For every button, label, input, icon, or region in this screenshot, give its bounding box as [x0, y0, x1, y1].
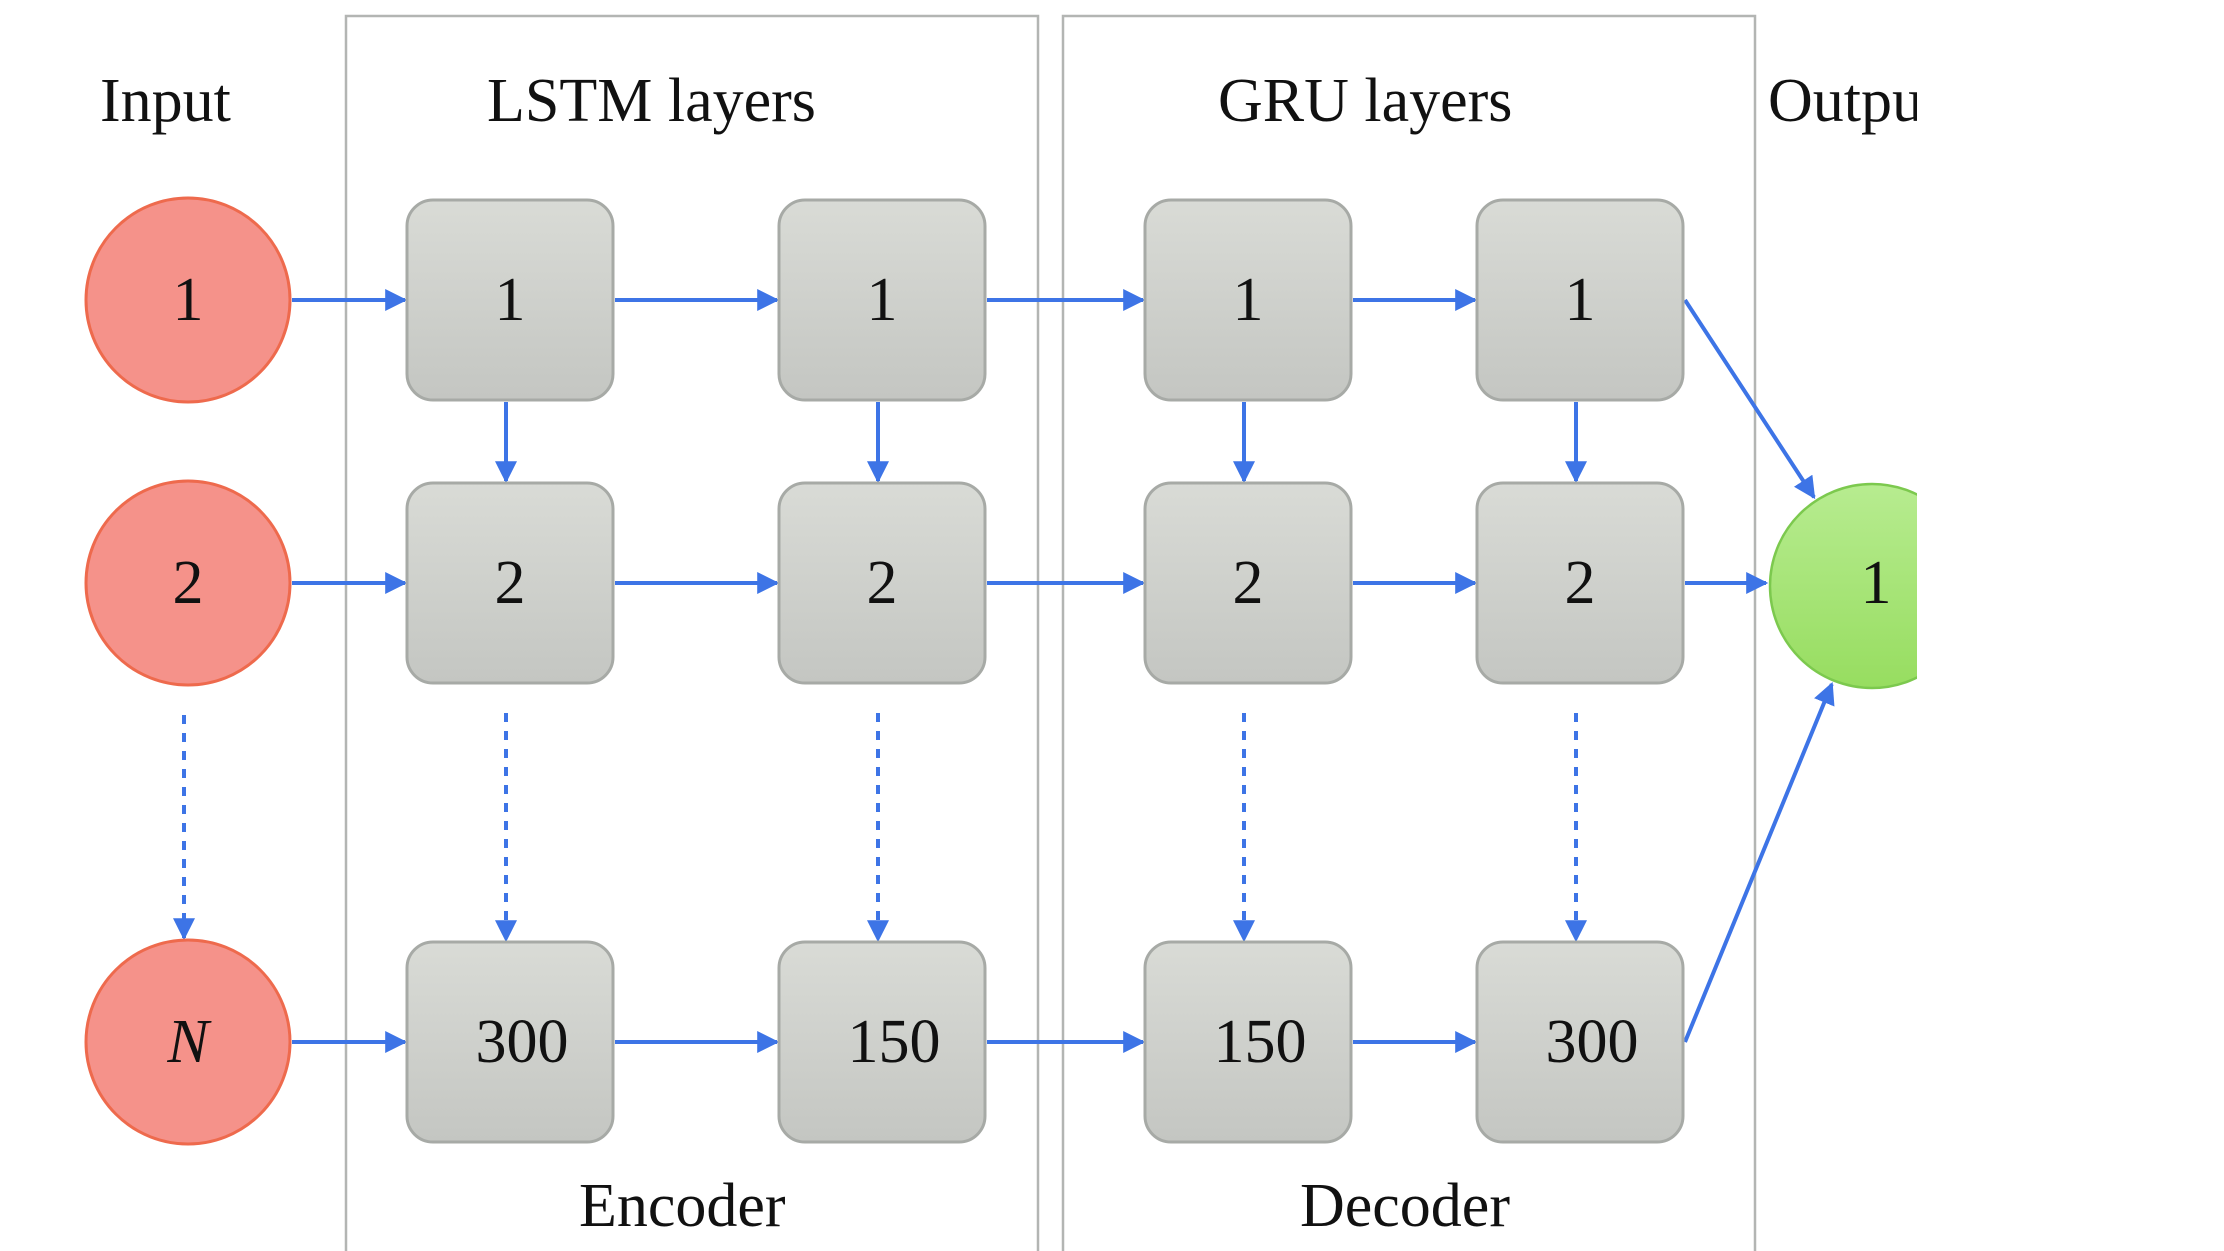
output-node-label: 1 [1860, 549, 1892, 617]
diagram-canvas: Input LSTM layers GRU layers Outpu Encod… [84, 14, 1917, 1251]
output-header: Outpu [1768, 67, 1917, 135]
input-node [84, 938, 292, 1146]
gru-cell-label: 1 [1564, 266, 1596, 334]
input-node-label: 2 [172, 549, 204, 617]
lstm-cell-label: 1 [494, 266, 526, 334]
gru-cell [1143, 481, 1353, 685]
lstm-cell [405, 198, 615, 402]
lstm-cell [405, 940, 615, 1144]
gru-cell [1475, 198, 1685, 402]
gru-cell [1475, 481, 1685, 685]
gru-header: GRU layers [1218, 67, 1513, 135]
decoder-frame [1061, 14, 1757, 1251]
arrows [173, 289, 1835, 1053]
output-arrow [1683, 682, 1835, 1043]
lstm-cell [777, 198, 987, 402]
output-arrow [1683, 298, 1816, 500]
encoder-label: Encoder [579, 1172, 786, 1240]
gru-cell-label: 300 [1545, 1008, 1639, 1076]
gru-cell [1143, 198, 1353, 402]
output-node [1768, 482, 1917, 690]
gru-cell-label: 1 [1232, 266, 1264, 334]
encoder-frame [344, 14, 1040, 1251]
input-layer [84, 196, 292, 1146]
diagram-graphics [84, 14, 1917, 1251]
input-node-label: N [167, 1008, 209, 1076]
cells [405, 198, 1685, 1144]
lstm-cell [405, 481, 615, 685]
lstm-cell [777, 481, 987, 685]
lstm-cell-label: 1 [866, 266, 898, 334]
lstm-cell-label: 150 [847, 1008, 941, 1076]
lstm-cell-label: 300 [475, 1008, 569, 1076]
gru-cell [1143, 940, 1353, 1144]
lstm-cell-label: 2 [866, 549, 898, 617]
gru-cell [1475, 940, 1685, 1144]
gru-cell-label: 150 [1213, 1008, 1307, 1076]
input-node [84, 196, 292, 404]
input-node [84, 479, 292, 687]
lstm-header: LSTM layers [487, 67, 816, 135]
input-node-label: 1 [172, 266, 204, 334]
gru-cell-label: 2 [1564, 549, 1596, 617]
input-header: Input [100, 67, 231, 135]
lstm-cell-label: 2 [494, 549, 526, 617]
gru-cell-label: 2 [1232, 549, 1264, 617]
lstm-cell [777, 940, 987, 1144]
decoder-label: Decoder [1300, 1172, 1510, 1240]
